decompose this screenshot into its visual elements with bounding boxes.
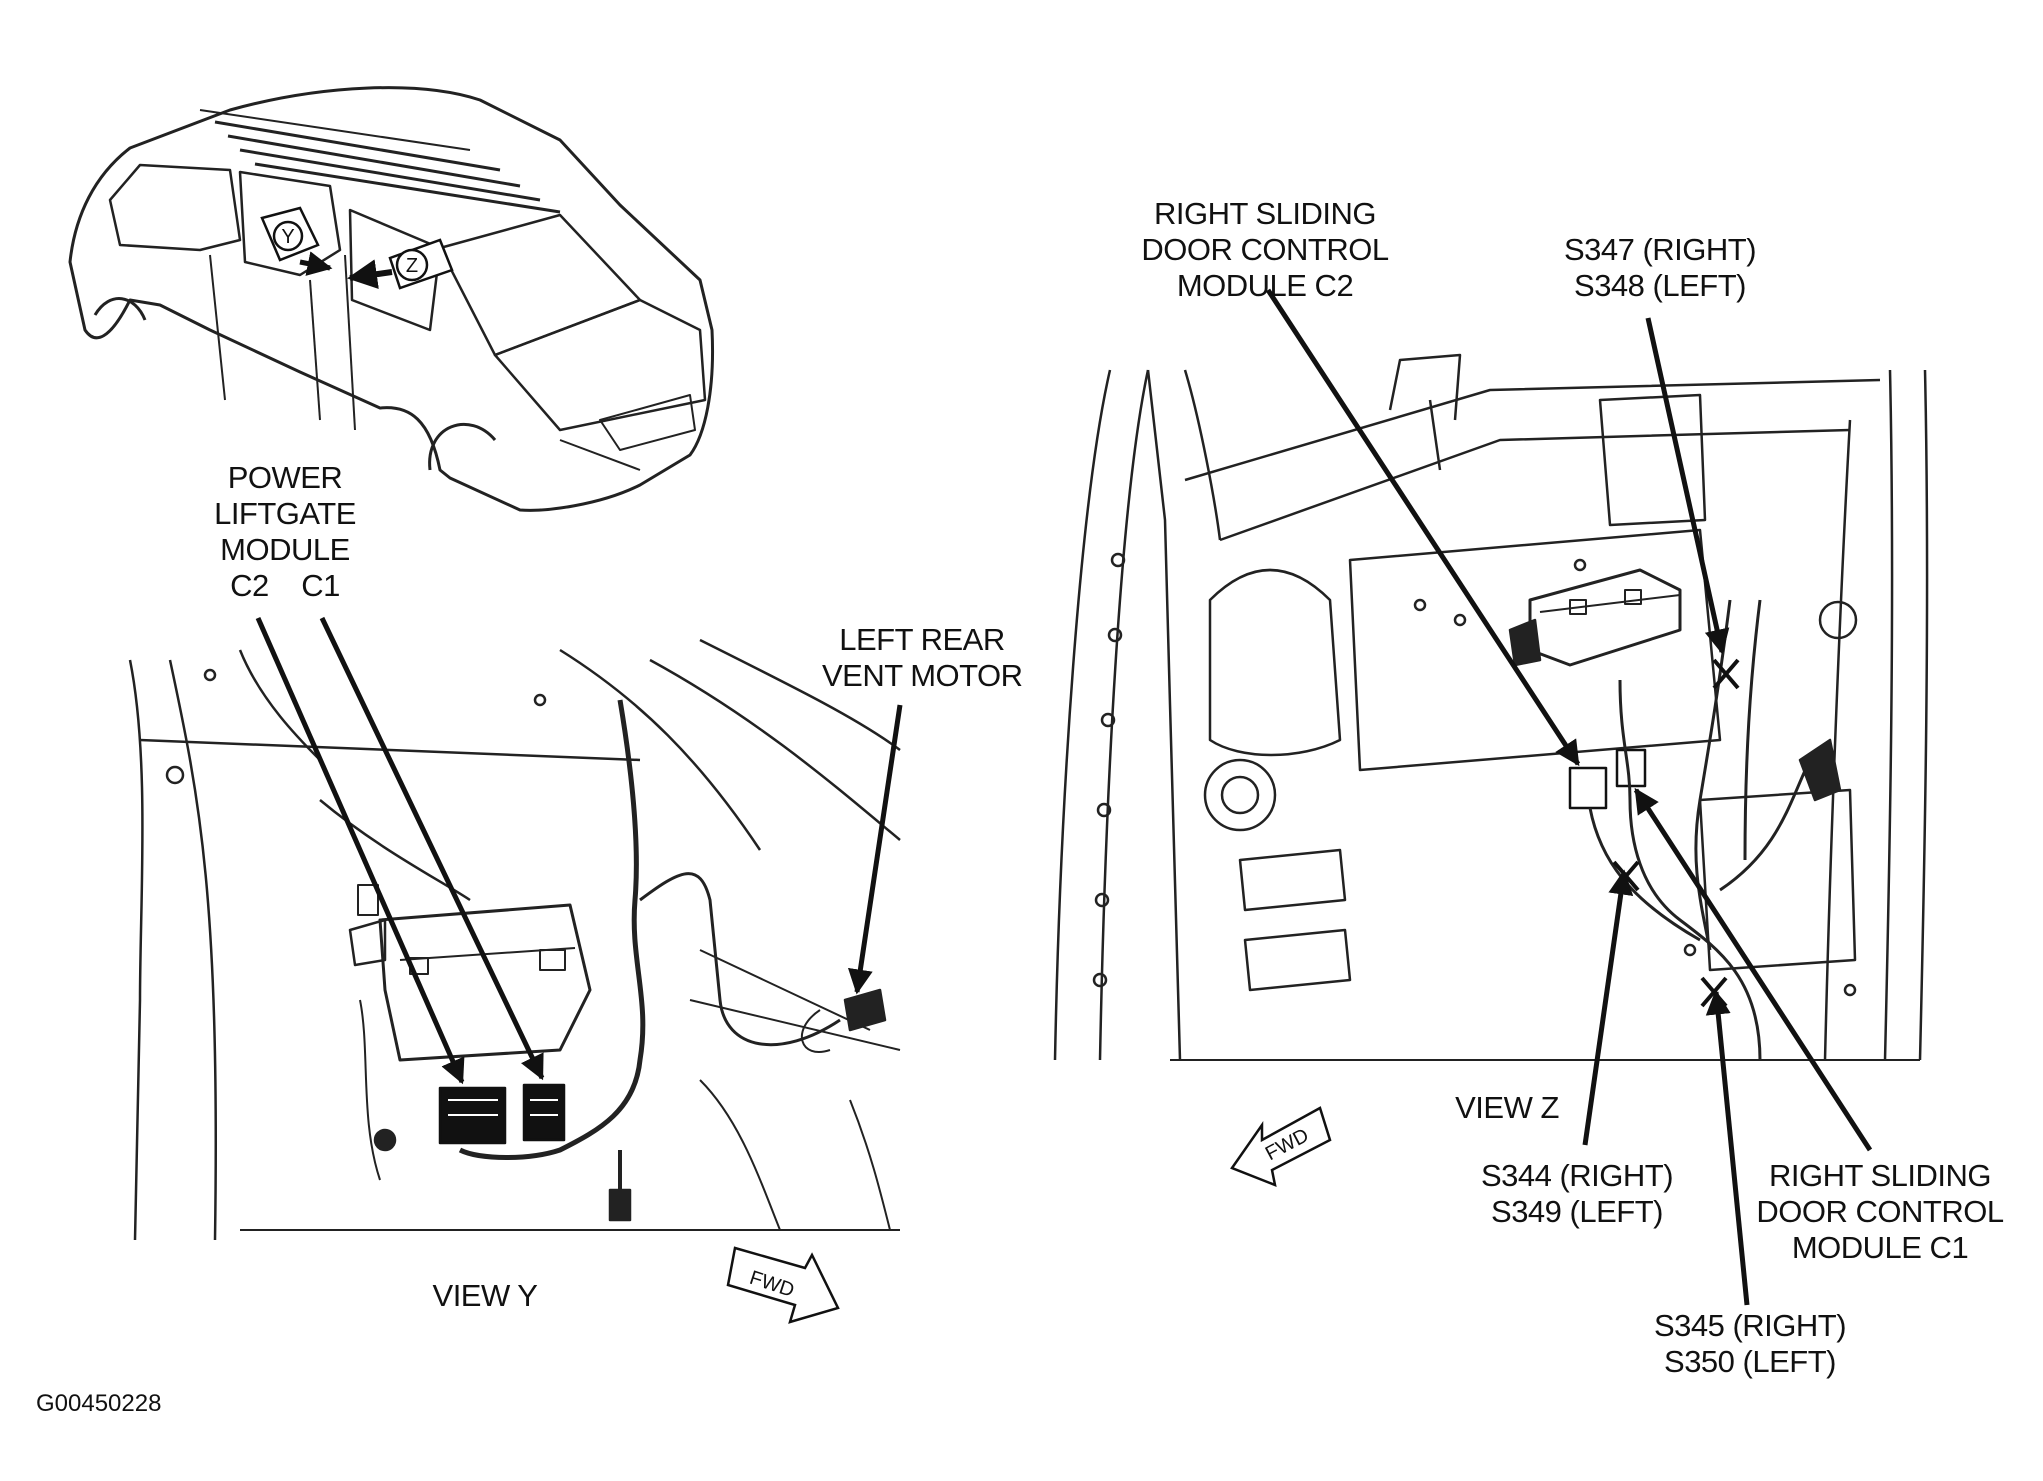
rsdcm-c2-label: RIGHT SLIDING DOOR CONTROL MODULE C2 <box>1141 196 1389 303</box>
leader-left-rear-vent <box>847 704 903 995</box>
view-z-caption: VIEW Z <box>1455 1090 1559 1125</box>
view-y-marker: Y <box>260 206 333 276</box>
leader-rsdcm-c2 <box>1265 288 1581 767</box>
leader-liftgate-c2 <box>255 616 465 1085</box>
view-z-fwd-arrow: FWD <box>1230 1106 1332 1188</box>
leader-s347 <box>1645 317 1730 655</box>
s347-s348-label: S347 (RIGHT) S348 (LEFT) <box>1563 232 1757 303</box>
s344-s349-label: S344 (RIGHT) S349 (LEFT) <box>1480 1158 1674 1229</box>
power-liftgate-module-label: POWER LIFTGATE MODULE C2 C1 <box>214 460 356 603</box>
view-y-caption: VIEW Y <box>432 1278 538 1313</box>
view-z-marker: Z <box>347 238 454 290</box>
leader-rsdcm-c1 <box>1633 787 1873 1152</box>
view-y-fwd-arrow: FWD <box>726 1246 840 1324</box>
left-rear-vent-motor-label: LEFT REAR VENT MOTOR <box>822 622 1023 693</box>
svg-text:Y: Y <box>281 226 294 248</box>
view-z-illustration <box>1053 353 1929 1061</box>
figure-code: G00450228 <box>36 1390 162 1417</box>
s345-s350-label: S345 (RIGHT) S350 (LEFT) <box>1653 1308 1847 1379</box>
svg-text:Z: Z <box>406 255 418 277</box>
view-y-illustration <box>128 638 901 1241</box>
minivan-illustration <box>68 86 714 512</box>
leader-s344 <box>1582 869 1634 1146</box>
leader-s345 <box>1705 989 1750 1306</box>
leader-liftgate-c1 <box>319 616 545 1081</box>
rsdcm-c1-label: RIGHT SLIDING DOOR CONTROL MODULE C1 <box>1756 1158 2004 1265</box>
